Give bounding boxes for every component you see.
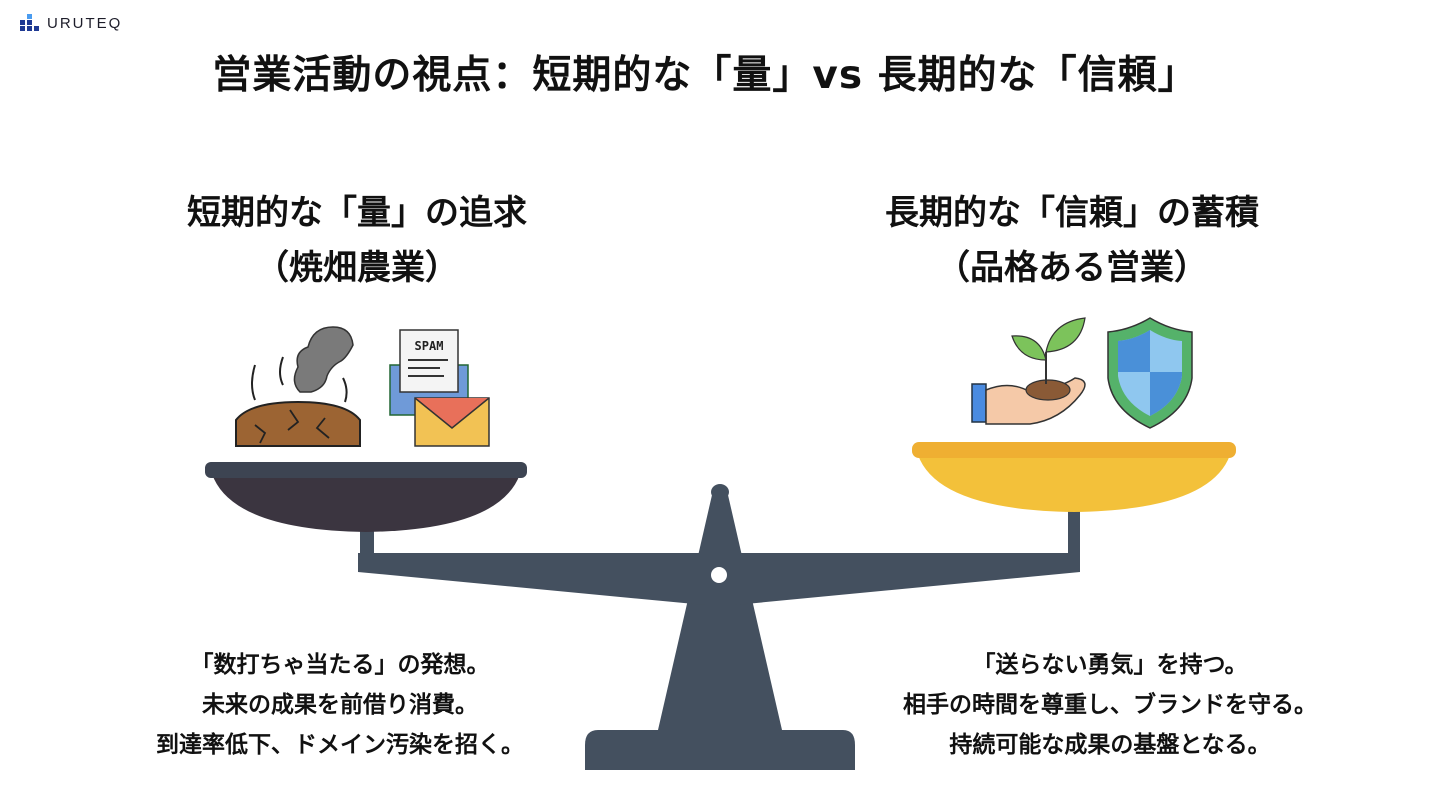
scale-pillar: [658, 495, 782, 730]
shield-icon: [1107, 317, 1193, 429]
right-pan-bowl: [918, 455, 1230, 512]
right-heading-line1: 長期的な「信頼」の蓄積: [885, 193, 1259, 233]
left-description-line2: 未来の成果を前借り消費。: [202, 692, 478, 718]
page-title: 営業活動の視点：短期的な「量」vs 長期的な「信頼」: [212, 53, 1198, 98]
right-pan-rim: [912, 442, 1236, 458]
spam-mail-icon: SPAM: [389, 329, 490, 447]
left-description: 「数打ちゃ当たる」の発想。 未来の成果を前借り消費。 到達率低下、ドメイン汚染を…: [60, 645, 620, 765]
left-heading-line1: 短期的な「量」の追求: [187, 193, 527, 233]
logo-text: URUTEQ: [47, 14, 123, 32]
left-description-line3: 到達率低下、ドメイン汚染を招く。: [156, 732, 524, 758]
hand-sprout-icon: [971, 317, 1086, 425]
right-description: 「送らない勇気」を持つ。 相手の時間を尊重し、ブランドを守る。 持続可能な成果の…: [830, 645, 1390, 765]
spam-label: SPAM: [415, 339, 444, 353]
logo-blocks-icon: [20, 14, 39, 31]
left-pan-bowl: [212, 474, 520, 532]
left-heading: 短期的な「量」の追求 （焼畑農業）: [97, 186, 617, 296]
right-description-line3: 持続可能な成果の基盤となる。: [949, 732, 1271, 758]
right-heading: 長期的な「信頼」の蓄積 （品格ある営業）: [812, 186, 1332, 296]
logo: URUTEQ: [18, 14, 122, 32]
scorched-earth-icon: [235, 326, 361, 447]
right-heading-line2: （品格ある営業）: [936, 248, 1208, 288]
left-pan-rim: [205, 462, 527, 478]
left-description-line1: 「数打ちゃ当たる」の発想。: [190, 652, 490, 678]
right-description-line1: 「送らない勇気」を持つ。: [972, 652, 1248, 678]
right-description-line2: 相手の時間を尊重し、ブランドを守る。: [903, 692, 1317, 718]
left-heading-line2: （焼畑農業）: [255, 248, 459, 288]
scale-base: [585, 730, 855, 770]
pivot-hole: [711, 567, 727, 583]
